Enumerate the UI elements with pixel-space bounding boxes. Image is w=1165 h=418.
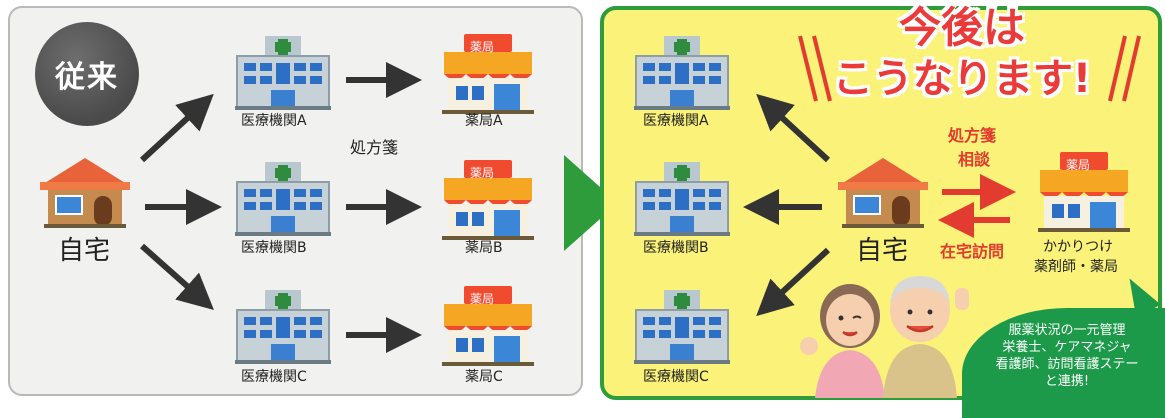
left-arrows (139, 62, 422, 353)
hospital-b-label: 医療機関B (241, 240, 307, 256)
current-badge: 従来 (35, 22, 139, 126)
bubble-line-4: と連携! (1044, 374, 1090, 389)
pharmacy-c-label: 薬局C (465, 369, 503, 385)
right-arrows (743, 93, 1016, 317)
hospital-a-label-right: 医療機関A (643, 113, 709, 129)
hospital-a-label: 医療機関A (241, 113, 307, 129)
elderly-couple-illustration (800, 276, 969, 398)
pharmacy-a-label: 薬局A (465, 113, 503, 129)
bubble-line-2: 栄養士、ケアマネジャ (1002, 340, 1132, 355)
pharmacy-sign: 薬局 (470, 292, 495, 306)
pharmacy-sign: 薬局 (1066, 158, 1091, 172)
pharmacy-b-label: 薬局B (465, 240, 503, 256)
diagram: 従来 自宅 医療機関A 医療機関B 医療機関C 処方箋 薬局 薬局A 薬局 薬局… (8, 3, 1165, 418)
bubble-line-3: 看護師、訪問看護ステー (995, 357, 1139, 372)
consultation-label: 相談 (958, 150, 991, 169)
arrow-home-to-hospital-a-right (756, 93, 831, 163)
pharmacy-sign: 薬局 (470, 40, 495, 54)
hospital-icon (634, 36, 730, 110)
hospital-c-label: 医療機関C (241, 369, 307, 385)
pharmacy-sign: 薬局 (470, 166, 495, 180)
transition-arrow-icon (564, 155, 618, 251)
kakaritsuke-line2: 薬剤師・薬局 (1034, 259, 1118, 275)
prescription-label-right: 処方箋 (948, 126, 997, 145)
bubble-line-1: 服薬状況の一元管理 (1008, 323, 1126, 338)
hospital-icon (634, 290, 730, 364)
home-label: 自宅 (58, 236, 111, 266)
home-icon (838, 158, 928, 228)
speech-bubble: 服薬状況の一元管理 栄養士、ケアマネジャ 看護師、訪問看護ステー と連携! (962, 308, 1165, 418)
arrow-home-to-hospital-c-right (756, 247, 831, 317)
headline-accent-lines (798, 35, 1141, 102)
home-visit-label: 在宅訪問 (940, 242, 1005, 261)
headline-line2: こうなります! (832, 56, 1092, 102)
hospital-b-label-right: 医療機関B (643, 240, 709, 256)
hospital-icon (634, 162, 730, 236)
hospital-c-label-right: 医療機関C (643, 369, 709, 385)
kakaritsuke-line1: かかりつけ (1043, 239, 1114, 255)
prescription-label: 処方箋 (350, 138, 399, 157)
arrow-home-to-hospital-c (140, 243, 214, 310)
arrow-home-to-hospital-a (139, 93, 214, 163)
home-label-right: 自宅 (856, 236, 909, 266)
headline-line1: 今後は (898, 3, 1025, 52)
